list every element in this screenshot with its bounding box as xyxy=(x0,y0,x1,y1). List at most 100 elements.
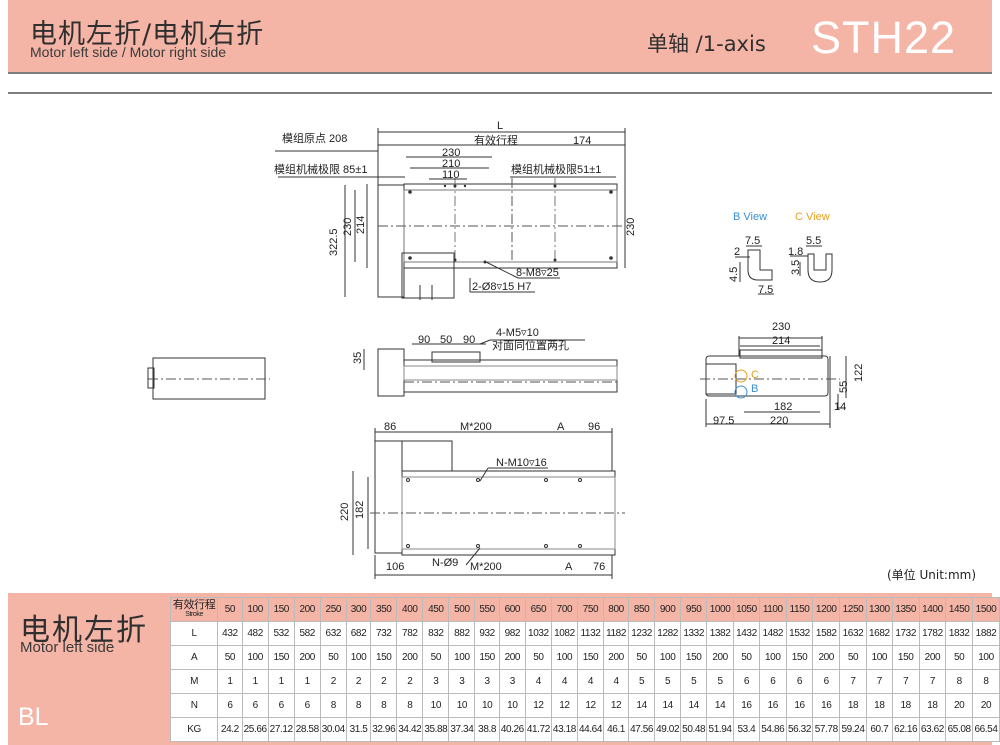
table-cell: 932 xyxy=(474,621,500,646)
note-n9: N-Ø9 xyxy=(432,557,458,569)
table-cell: 4 xyxy=(602,669,630,694)
table-cell: 200 xyxy=(498,645,526,670)
page-header: 电机左折/电机右折 Motor left side / Motor right … xyxy=(8,0,992,74)
technical-drawing: L 模组原点 208 有效行程 174 230 210 110 模组机械极限 8… xyxy=(147,120,865,579)
table-cell: 482 xyxy=(241,621,269,646)
stroke-value-cell: 950 xyxy=(680,597,708,622)
bottom-view xyxy=(352,428,625,579)
table-cell: 14 xyxy=(654,693,682,718)
table-cell: 12 xyxy=(602,693,630,718)
table-cell: 782 xyxy=(396,621,424,646)
table-cell: 1132 xyxy=(576,621,605,646)
mech-limit-left: 模组机械极限 85±1 xyxy=(274,162,367,176)
drawing-labels: L 模组原点 208 有效行程 174 230 210 110 模组机械极限 8… xyxy=(274,120,865,573)
table-cell: 16 xyxy=(785,693,814,718)
table-cell: 18 xyxy=(839,693,867,718)
table-cell: 1 xyxy=(241,669,269,694)
table-cell: 50 xyxy=(524,645,552,670)
table-cell: 5 xyxy=(628,669,656,694)
stroke-value-cell: 1100 xyxy=(758,597,787,622)
table-cell: 150 xyxy=(680,645,708,670)
c-dim-5.5: 5.5 xyxy=(806,235,821,247)
table-cell: 16 xyxy=(758,693,787,718)
spec-code: BL xyxy=(18,703,49,731)
dim-86: 86 xyxy=(384,421,396,433)
b-view-title: B View xyxy=(733,211,767,223)
table-cell: 35.88 xyxy=(422,717,450,742)
table-cell: 1232 xyxy=(628,621,656,646)
table-cell: 50 xyxy=(839,645,867,670)
table-cell: 1332 xyxy=(680,621,708,646)
marker-C: C xyxy=(751,369,759,381)
table-cell: 12 xyxy=(524,693,552,718)
table-cell: 532 xyxy=(267,621,295,646)
b-dim-2: 2 xyxy=(734,246,740,258)
table-cell: 4 xyxy=(550,669,578,694)
table-cell: 6 xyxy=(785,669,814,694)
table-cell: 14 xyxy=(628,693,656,718)
dim-230-v: 230 xyxy=(342,218,354,236)
dim-106: 106 xyxy=(386,561,404,573)
table-cell: 5 xyxy=(706,669,734,694)
table-cell: 24.2 xyxy=(217,717,243,742)
table-cell: 60.7 xyxy=(865,717,893,742)
table-cell: 200 xyxy=(706,645,734,670)
table-cell: 8 xyxy=(972,669,1000,694)
table-cell: 44.64 xyxy=(576,717,605,742)
dim-110: 110 xyxy=(442,169,460,181)
table-cell: 1882 xyxy=(972,621,1000,646)
table-cell: 8 xyxy=(345,693,372,718)
table-cell: 1 xyxy=(217,669,243,694)
stroke-value-cell: 900 xyxy=(654,597,682,622)
note-pin: 2-Ø8▿15 H7 xyxy=(472,281,531,293)
table-cell: 30.04 xyxy=(319,717,347,742)
table-cell: 1482 xyxy=(758,621,787,646)
table-cell: 56.32 xyxy=(785,717,814,742)
stroke-value-cell: 750 xyxy=(576,597,605,622)
table-cell: 6 xyxy=(267,693,295,718)
table-cell: 3 xyxy=(448,669,476,694)
spec-title-en: Motor left side xyxy=(20,639,115,656)
table-cell: 14 xyxy=(680,693,708,718)
table-cell: 3 xyxy=(422,669,450,694)
table-cell: 200 xyxy=(812,645,841,670)
table-cell: 3 xyxy=(498,669,526,694)
b-dim-7.5b: 7.5 xyxy=(758,284,773,296)
table-cell: 1182 xyxy=(602,621,630,646)
table-cell: 882 xyxy=(448,621,476,646)
table-cell: 7 xyxy=(865,669,893,694)
side-view xyxy=(363,339,618,397)
stroke-value-cell: 1200 xyxy=(812,597,841,622)
table-cell: 25.66 xyxy=(241,717,269,742)
table-cell: 50 xyxy=(217,645,243,670)
dim-50: 50 xyxy=(440,334,452,346)
dim-220-v: 220 xyxy=(339,503,351,521)
table-cell: 1282 xyxy=(654,621,682,646)
table-cell: 40.26 xyxy=(498,717,526,742)
dim-L: L xyxy=(497,120,503,132)
note-m8: 8-M8▿25 xyxy=(516,267,559,279)
dim-A-bottom: A xyxy=(565,561,573,573)
end-dim-214: 214 xyxy=(772,335,790,347)
b-dim-4.5: 4.5 xyxy=(728,267,740,282)
stroke-value-cell: 500 xyxy=(448,597,476,622)
table-cell: 8 xyxy=(396,693,424,718)
module-body-side xyxy=(403,359,618,393)
row-label-cell: N xyxy=(169,693,219,718)
table-cell: 1382 xyxy=(706,621,734,646)
table-cell: 18 xyxy=(918,693,947,718)
note-m5-opposite: 对面同位置两孔 xyxy=(492,338,569,352)
table-cell: 150 xyxy=(267,645,295,670)
table-cell: 20 xyxy=(972,693,1000,718)
note-m10: N-M10▿16 xyxy=(496,457,547,469)
table-cell: 982 xyxy=(498,621,526,646)
table-cell: 50.48 xyxy=(680,717,708,742)
stroke-value-cell: 400 xyxy=(396,597,424,622)
table-cell: 43.18 xyxy=(550,717,578,742)
table-cell: 1682 xyxy=(865,621,893,646)
header-title-en: Motor left side / Motor right side xyxy=(30,44,227,60)
table-cell: 1782 xyxy=(918,621,947,646)
stroke-value-cell: 850 xyxy=(628,597,656,622)
